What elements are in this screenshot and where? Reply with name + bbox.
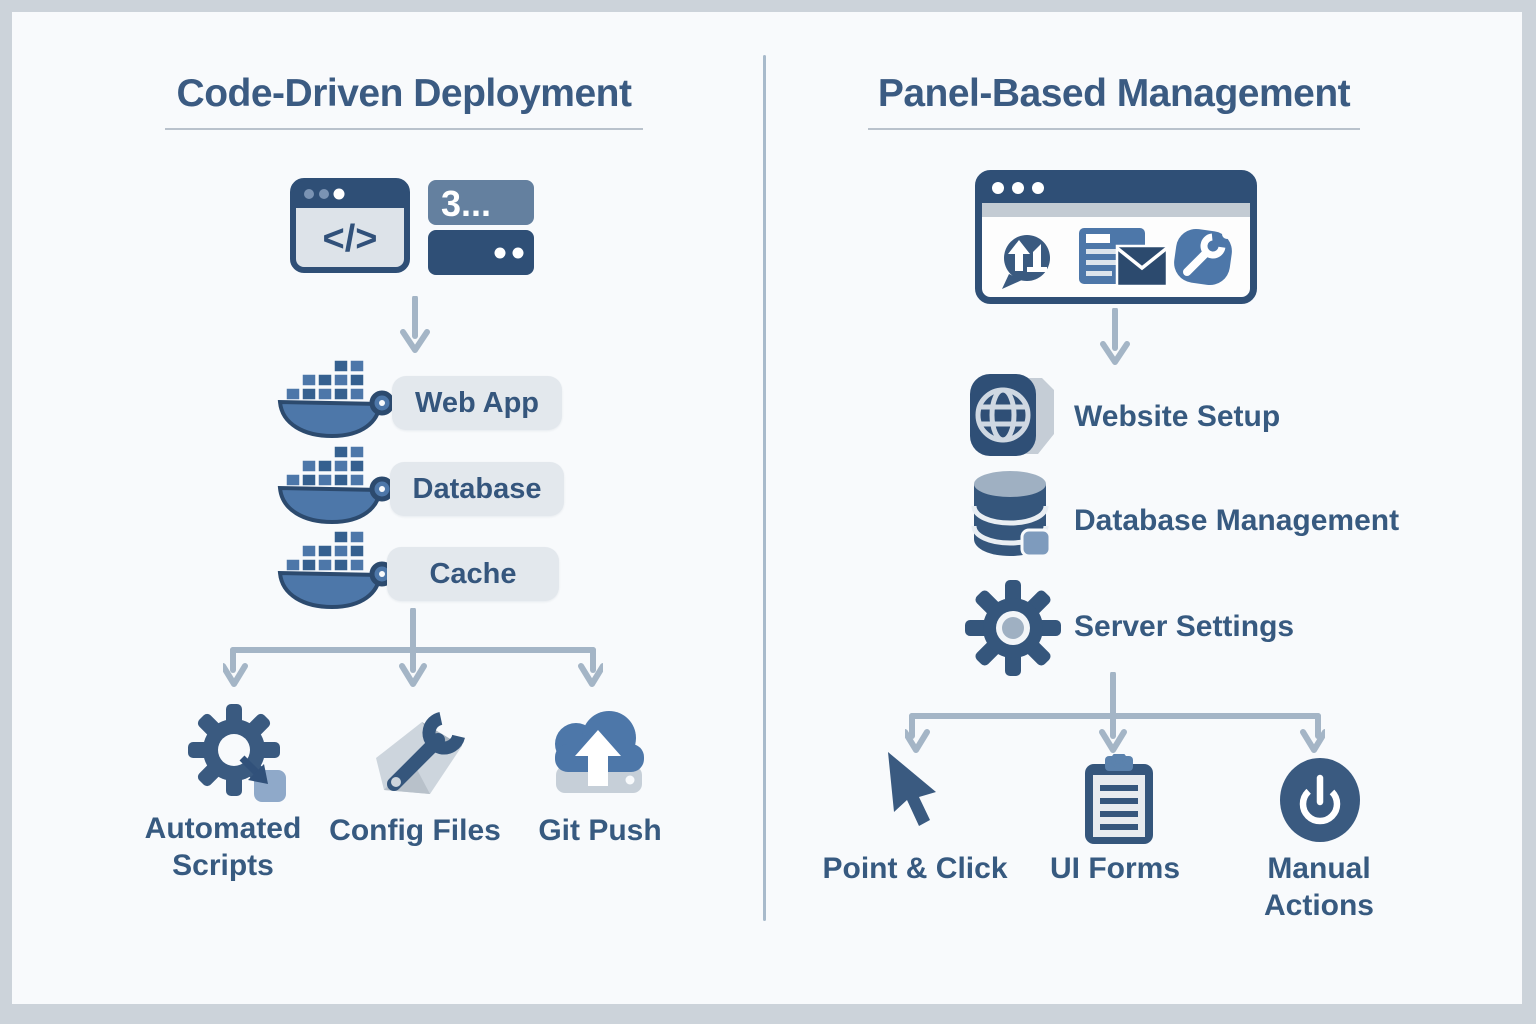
left-title-underline: [165, 128, 643, 130]
code-glyph: </>: [323, 218, 378, 260]
gear-script-icon: [188, 704, 286, 802]
docker-container-icon: [277, 446, 395, 525]
method-label-config-files: Config Files: [329, 814, 501, 847]
feature-label-database-management: Database Management: [1074, 504, 1400, 537]
panel-transfer-icon: [1002, 235, 1050, 289]
left-panel-title: Code-Driven Deployment: [176, 72, 632, 115]
panel-mail-form-icon: [1079, 228, 1169, 288]
method-label-ui-forms: UI Forms: [1049, 852, 1181, 885]
control-panel-window-icon: [975, 170, 1257, 304]
container-pill-database: Database: [390, 462, 564, 516]
branch-arrows: [223, 608, 603, 687]
power-icon: [1280, 758, 1360, 842]
docker-container-icon: [277, 360, 395, 439]
globe-page-icon: [970, 374, 1054, 456]
infographic-canvas: Code-Driven Deployment </> 3... Web App: [12, 12, 1522, 1004]
method-label-automated-scripts: Automated Scripts: [144, 812, 302, 882]
down-arrow-icon: [1100, 308, 1130, 365]
down-arrow-icon: [400, 296, 430, 353]
cloud-upload-icon: [555, 711, 644, 793]
right-panel-title: Panel-Based Management: [877, 72, 1351, 115]
code-window-icon: </>: [290, 178, 410, 273]
cursor-icon: [888, 752, 936, 826]
database-icon: [971, 471, 1052, 558]
container-pill-web-app: Web App: [392, 376, 562, 430]
method-label-point-click: Point & Click: [822, 852, 1008, 885]
panel-tools-icon: [1174, 228, 1232, 286]
container-label: Web App: [414, 386, 540, 419]
terminal-icon: 3...: [428, 180, 534, 275]
terminal-text: 3...: [441, 183, 491, 224]
wrench-file-icon: [376, 711, 466, 794]
center-divider: [763, 55, 766, 921]
container-label: Database: [412, 472, 542, 505]
method-label-manual-actions: Manual Actions: [1263, 852, 1374, 922]
branch-arrows: [905, 672, 1325, 753]
feature-label-website-setup: Website Setup: [1074, 400, 1281, 433]
method-label-git-push: Git Push: [538, 814, 662, 847]
container-pill-cache: Cache: [387, 547, 559, 601]
clipboard-icon: [1085, 754, 1153, 844]
docker-container-icon: [277, 531, 395, 610]
gear-icon: [965, 580, 1061, 676]
feature-label-server-settings: Server Settings: [1074, 610, 1295, 643]
container-label: Cache: [429, 557, 517, 590]
right-title-underline: [868, 128, 1360, 130]
